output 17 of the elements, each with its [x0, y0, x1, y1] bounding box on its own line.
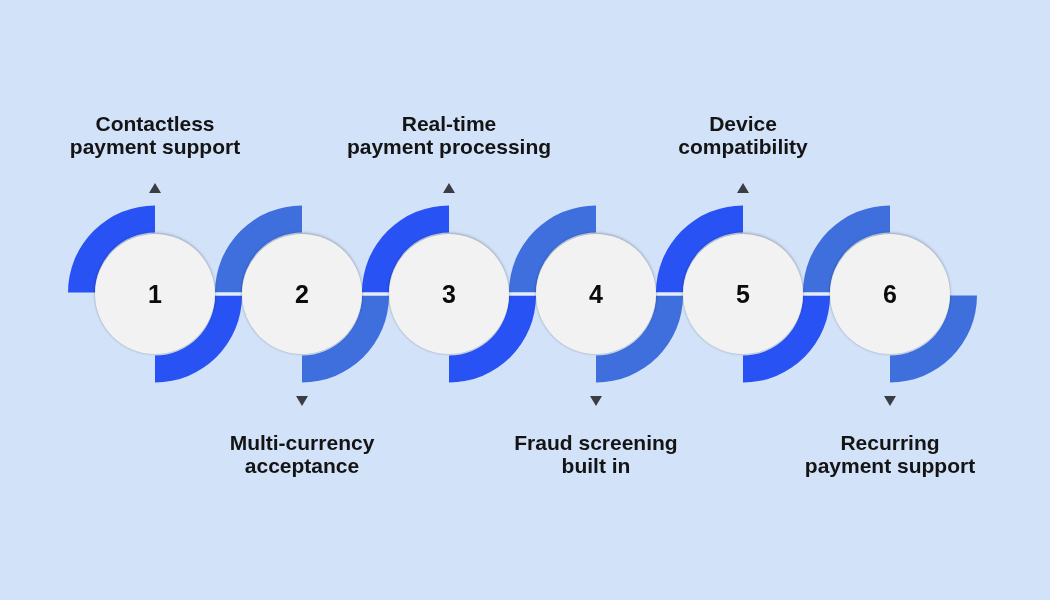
step-number: 2: [295, 281, 309, 307]
step-caption: Device compatibility: [677, 112, 809, 158]
step-caption: Contactless payment support: [68, 112, 242, 158]
step-caption: Recurring payment support: [803, 431, 977, 477]
step-number: 6: [883, 281, 897, 307]
step-number: 1: [148, 281, 162, 307]
step-number: 4: [589, 281, 603, 307]
connector-line: [215, 292, 242, 296]
step-number: 3: [442, 281, 456, 307]
connector-line: [362, 292, 389, 296]
connector-line: [803, 292, 830, 296]
connector-line: [509, 292, 536, 296]
connector-line: [656, 292, 683, 296]
step-caption: Fraud screening built in: [513, 431, 679, 477]
step-caption: Real-time payment processing: [345, 112, 553, 158]
step-caption: Multi-currency acceptance: [228, 431, 376, 477]
step-number: 5: [736, 281, 750, 307]
